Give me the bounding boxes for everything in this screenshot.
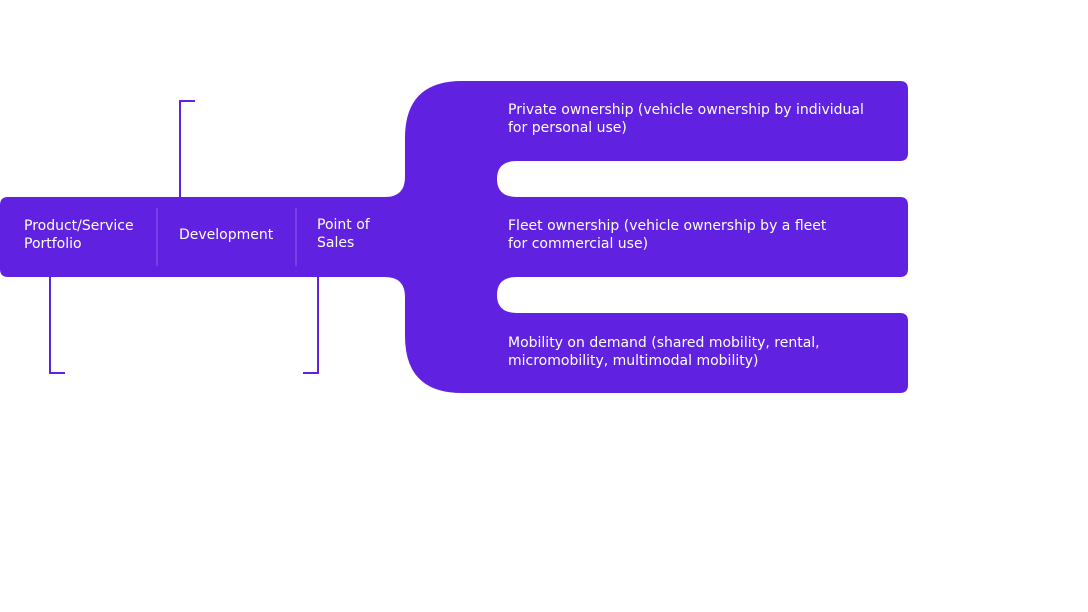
option-private-ownership: Private ownership (vehicle ownership by … <box>508 102 864 136</box>
stage-product-service-portfolio: Product/Service Portfolio <box>24 218 134 252</box>
bottom-left-bracket <box>49 277 65 374</box>
option-mobility-on-demand: Mobility on demand (shared mobility, ren… <box>508 335 820 369</box>
bottom-right-bracket <box>303 277 319 374</box>
option-fleet-ownership: Fleet ownership (vehicle ownership by a … <box>508 218 827 252</box>
top-bracket <box>179 100 195 197</box>
stage-development: Development <box>179 227 274 243</box>
stage-point-of-sales: Point of Sales <box>317 217 370 251</box>
fork-shape <box>0 81 908 393</box>
